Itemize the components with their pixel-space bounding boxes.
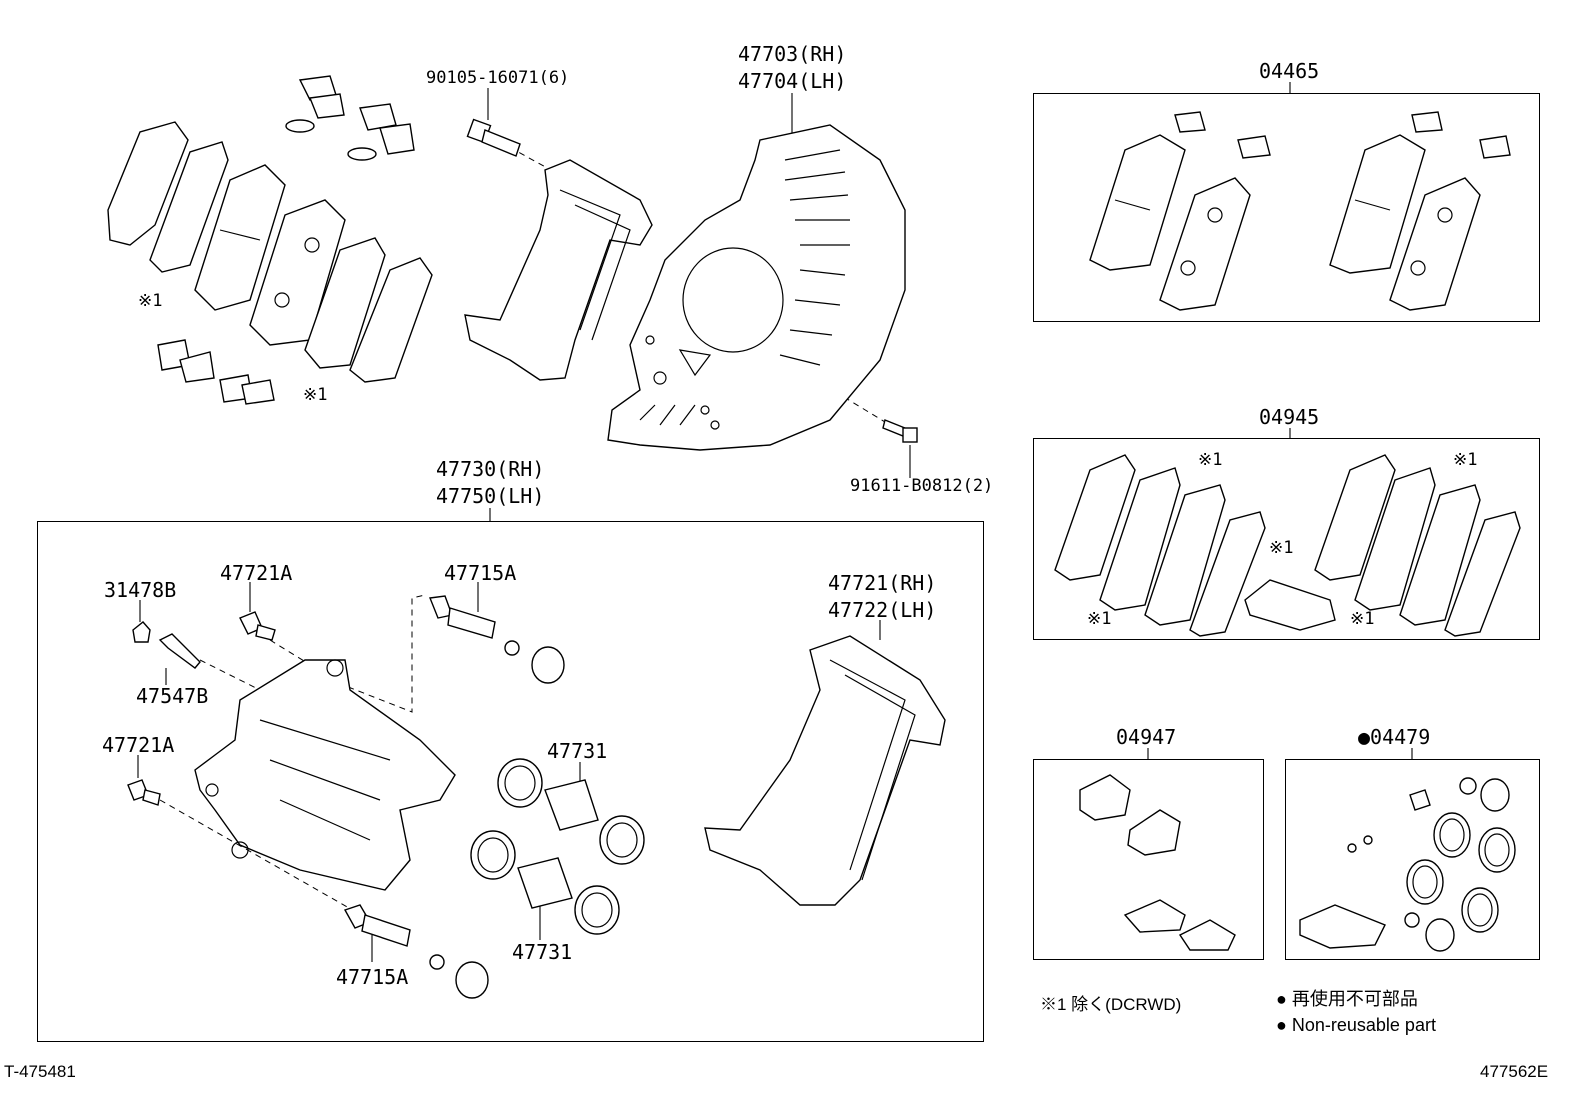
label-mount-rh: 47721(RH) <box>828 571 937 595</box>
mark-pad-b: ※1 <box>303 385 328 405</box>
kit-04479-artwork <box>1299 777 1516 952</box>
bolt-upper <box>466 118 521 157</box>
label-bolt-lower: 91611-B0812(2) <box>850 476 994 496</box>
kit-04465-box <box>1033 93 1540 322</box>
mark-04945-2: ※1 <box>1453 450 1478 470</box>
kit-04947-box <box>1033 759 1264 960</box>
label-47715A-bot: 47715A <box>336 965 409 989</box>
label-47731-bot: 47731 <box>512 940 573 964</box>
label-kit-04945: 04945 <box>1259 405 1320 429</box>
pad-set-upper <box>107 75 433 405</box>
kit-04945-box <box>1033 438 1540 640</box>
label-31478B: 31478B <box>104 578 177 602</box>
exclusion-note: ※1 除く(DCRWD) <box>1040 995 1182 1014</box>
mark-04945-4: ※1 <box>1087 609 1112 629</box>
reference-left: T-475481 <box>4 1062 76 1081</box>
caliper-artwork <box>127 595 946 999</box>
label-kit-04947: 04947 <box>1116 725 1177 749</box>
mark-04945-3: ※1 <box>1269 538 1294 558</box>
kit-04947-artwork <box>1079 774 1236 951</box>
label-bolt-upper: 90105-16071(6) <box>426 68 570 88</box>
label-caliper-lh: 47750(LH) <box>436 484 545 508</box>
label-kit-04479: ●04479 <box>1358 725 1431 749</box>
kit-04945-artwork <box>1054 454 1521 637</box>
caliper-assembly-box <box>37 521 984 1042</box>
label-caliper-rh: 47730(RH) <box>436 457 545 481</box>
nonreusable-legend-jp: ● 再使用不可部品 <box>1276 989 1418 1009</box>
mark-pad-a: ※1 <box>138 291 163 311</box>
label-47721A-mid: 47721A <box>102 733 175 757</box>
bolt-lower <box>882 419 918 443</box>
mark-04945-5: ※1 <box>1350 609 1375 629</box>
label-mount-lh: 47722(LH) <box>828 598 937 622</box>
label-shield-lh: 47704(LH) <box>738 69 847 93</box>
dust-shield <box>607 124 906 451</box>
mounting-upper <box>464 159 653 381</box>
label-47715A-top: 47715A <box>444 561 517 585</box>
nonreusable-legend-en: ● Non-reusable part <box>1276 1015 1436 1035</box>
mark-04945-1: ※1 <box>1198 450 1223 470</box>
kit-04465-artwork <box>1089 111 1511 311</box>
label-47547B: 47547B <box>136 684 209 708</box>
label-shield-rh: 47703(RH) <box>738 42 847 66</box>
label-47731-top: 47731 <box>547 739 608 763</box>
kit-04479-box <box>1285 759 1540 960</box>
label-47721A-top: 47721A <box>220 561 293 585</box>
label-kit-04465: 04465 <box>1259 59 1320 83</box>
reference-right: 477562E <box>1480 1062 1549 1081</box>
